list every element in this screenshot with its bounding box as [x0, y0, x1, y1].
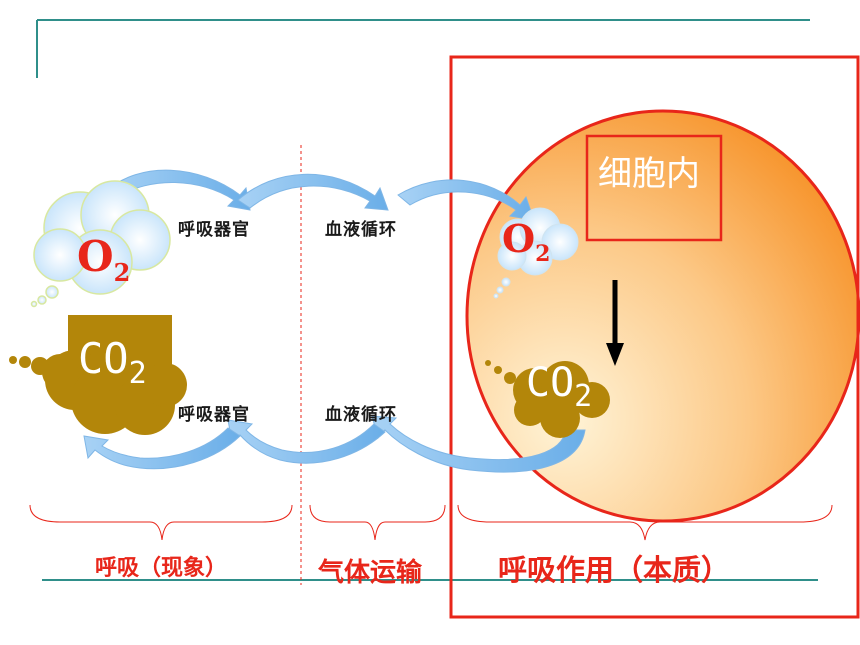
down-arrow [606, 280, 624, 366]
blood-label-top: 血液循环 [325, 220, 397, 240]
co2-label-left: CO2 [78, 334, 147, 391]
organ-label-bottom: 呼吸器官 [178, 405, 250, 425]
co2-right-sub: 2 [574, 379, 593, 414]
respiration-frame [449, 55, 860, 619]
cell-label: 细胞内 [598, 154, 700, 194]
o2-left-sub: 2 [113, 258, 131, 287]
o2-label-right: O2 [502, 216, 550, 267]
co2-left-symbol: CO [78, 334, 129, 383]
organ-label-top: 呼吸器官 [178, 220, 250, 240]
co2-label-right: CO2 [526, 360, 592, 414]
brace-transport [309, 504, 446, 541]
o2-path-arrows [104, 169, 535, 221]
blood-label-bottom: 血液循环 [325, 405, 397, 425]
section-breathing-label: 呼吸（现象） [95, 556, 228, 581]
co2-cloud-right [485, 360, 610, 438]
o2-cloud-left [30, 180, 171, 308]
o2-cloud-right [493, 207, 579, 299]
section-respiration-label: 呼吸作用（本质） [498, 553, 731, 587]
o2-right-symbol: O [502, 216, 536, 261]
o2-left-symbol: O [77, 232, 114, 281]
co2-left-sub: 2 [128, 356, 147, 391]
o2-right-sub: 2 [535, 241, 551, 267]
co2-right-symbol: CO [526, 360, 575, 406]
co2-path-arrows [83, 415, 586, 473]
section-transport-label: 气体运输 [318, 558, 423, 588]
brace-respiration [457, 504, 833, 541]
o2-label-left: O2 [77, 232, 130, 287]
co2-cloud-left [9, 315, 187, 435]
title-line [36, 19, 810, 78]
brace-breathing [29, 504, 293, 541]
braces [29, 504, 833, 541]
cell-label-box [585, 134, 723, 242]
